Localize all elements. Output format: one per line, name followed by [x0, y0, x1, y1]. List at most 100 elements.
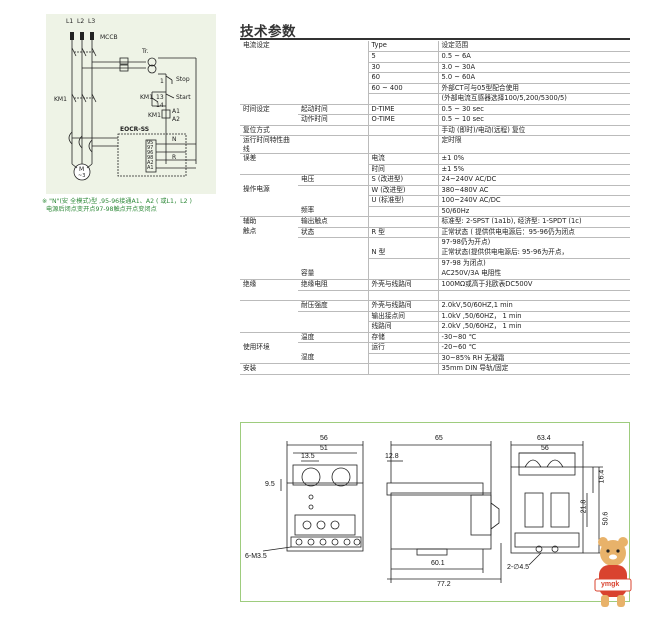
table-cell [298, 73, 368, 84]
table-cell: W (改进型) [367, 185, 438, 196]
table-row: 辅助输出触点标准型: 2-SPST (1a1b), 经济型: 1-SPDT (1… [240, 216, 630, 228]
table-cell [298, 363, 368, 375]
table-cell [240, 83, 298, 94]
table-cell [298, 248, 368, 259]
table-cell [240, 196, 298, 207]
circuit-diagram: L1 L2 L3 MCCB Tr. Stop 1 Start KM1 13 14… [46, 14, 216, 194]
table-cell [298, 196, 368, 207]
spec-title: 技术参数 [240, 24, 296, 40]
table-cell: 使用环境 [243, 342, 270, 351]
dim-back-inner: 56 [541, 445, 549, 452]
terminal-96: 96 [147, 150, 154, 156]
dim-back-hole: 2-∅4.5 [507, 564, 530, 571]
table-cell: 温度 [298, 332, 368, 343]
eocr-label: EOCR-SS [120, 126, 150, 133]
table-cell [367, 216, 438, 228]
table-cell: 0.5 ~ 10 sec [437, 114, 630, 126]
terminal-95: 95 [147, 140, 154, 146]
table-cell: 操作电源 [243, 185, 270, 193]
table-cell: 运行时间特性曲线 [240, 135, 298, 154]
terminal-97: 97 [147, 145, 154, 151]
km1-label-main: KM1 [54, 96, 67, 103]
table-cell [240, 52, 298, 63]
table-cell [367, 258, 438, 269]
table-cell: Type [367, 41, 438, 52]
table-cell [298, 154, 368, 165]
terminal-98: 98 [147, 155, 154, 161]
table-cell [240, 301, 298, 312]
table-cell [240, 62, 298, 73]
table-cell [367, 206, 438, 217]
table-cell [298, 135, 368, 154]
phase-label-l2: L2 [77, 18, 85, 25]
circuit-note: ※ "N"(安 全模式)型 ,95-96接通A1、A2 ( 或L1，L2 ) 电… [42, 198, 252, 214]
table-cell [367, 269, 438, 280]
motor-icon [73, 163, 91, 181]
table-cell [240, 164, 298, 175]
mascot-logo: ymgk [590, 535, 636, 611]
dim-front-side: 9.5 [265, 481, 275, 488]
dim-back-164: 16.4 [598, 469, 606, 484]
table-cell [240, 93, 298, 105]
dim-front-width: 56 [320, 435, 328, 442]
dimension-drawing-panel: 56 51 13.5 9.5 6-M3.5 65 12.8 60.1 77.2 … [240, 422, 630, 602]
dim-front-inner-width: 51 [320, 445, 328, 452]
table-cell [298, 93, 368, 105]
table-cell [367, 135, 438, 154]
mascot-text: ymgk [601, 581, 620, 588]
table-cell: O-TIME [367, 114, 438, 126]
table-cell [298, 238, 368, 249]
dim-front-offset: 13.5 [301, 453, 315, 460]
table-cell: 0.5 ~ 6A [437, 51, 630, 63]
dim-side-depth: 65 [435, 435, 443, 442]
table-cell: 1.0kV ,50/60HZ， 1 min [437, 311, 630, 322]
phase-label-l1: L1 [66, 18, 74, 25]
table-cell [298, 164, 368, 175]
table-cell: 输出触点 [298, 216, 368, 228]
table-cell [367, 290, 438, 301]
table-cell: 绝缘 [243, 280, 257, 288]
table-cell: 2.0kV,50/60HZ,1 min [437, 300, 630, 312]
table-cell: 触点 [243, 227, 257, 235]
table-cell: R 型 [367, 227, 438, 238]
dim-side-bottom: 60.1 [431, 560, 445, 567]
dim-back-218: 21.8 [580, 499, 588, 514]
table-row: 97-98仍为开点) [240, 237, 630, 249]
table-row: 温度存储-30~80 ℃ [240, 332, 630, 343]
table-cell: 5.0 ~ 60A [437, 72, 630, 84]
table-cell: -20~60 ℃ [437, 342, 630, 354]
start-num-14: 14 [156, 102, 164, 109]
motor-sub-label: ~3 [78, 173, 86, 179]
table-cell: 外壳与线路间 [367, 279, 438, 291]
spec-title-rule [240, 38, 630, 40]
table-cell [240, 248, 298, 259]
table-cell [240, 321, 298, 333]
table-cell: 35mm DIN 导轨/固定 [437, 363, 630, 375]
table-cell: 2.0kV ,50/60HZ， 1 min [437, 321, 630, 333]
dim-back-506: 50.6 [602, 511, 610, 526]
table-row: 运行时间特性曲线定时限 [240, 135, 630, 154]
table-cell [298, 343, 368, 354]
table-cell: 时间 [367, 164, 438, 175]
table-cell [367, 363, 438, 375]
table-cell [298, 185, 368, 196]
table-row: 时间±1 5% [240, 164, 630, 175]
table-row: N 型正常状态(提供供电电源后: 95-96为开点， [240, 248, 630, 259]
table-cell: 电流设定 [243, 41, 270, 49]
table-cell: 电压 [298, 174, 368, 186]
table-cell: ±1 0% [437, 153, 630, 165]
note-line-2: 电源后闭点变开点97-98触点开点变闭点 [46, 206, 157, 214]
